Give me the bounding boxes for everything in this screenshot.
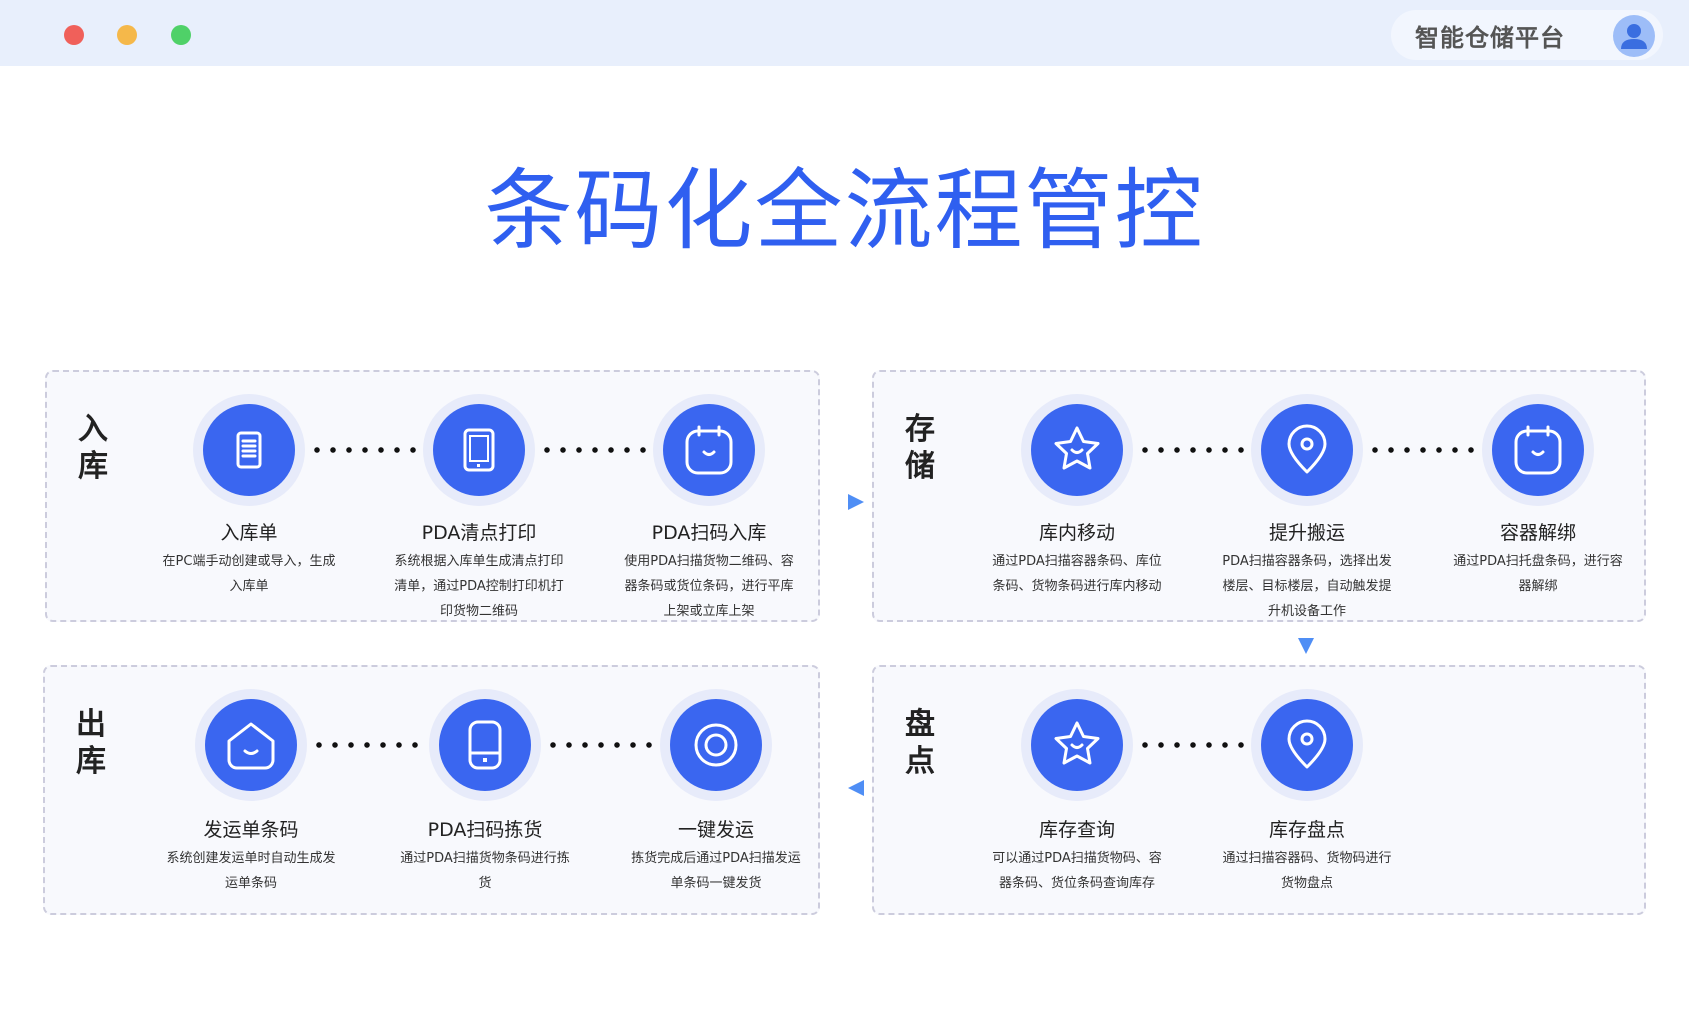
step-item[interactable]: 发运单条码 系统创建发运单时自动生成发运单条码 (151, 689, 351, 896)
step-description: 拣货完成后通过PDA扫描发运单条码一键发货 (631, 851, 801, 891)
connector-dots (1137, 741, 1247, 749)
target-icon (670, 699, 762, 791)
connector-dots (311, 741, 425, 749)
maximize-button[interactable] (171, 25, 191, 45)
arrow-right-icon (848, 494, 864, 510)
icon-halo (1251, 394, 1363, 506)
calendar-icon (663, 404, 755, 496)
icon-halo (1251, 689, 1363, 801)
arrow-left-icon (848, 780, 864, 796)
step-item[interactable]: 入库单 在PC端手动创建或导入，生成入库单 (149, 394, 349, 599)
tablet-icon (433, 404, 525, 496)
step-item[interactable]: 一键发运 拣货完成后通过PDA扫描发运单条码一键发货 (616, 689, 816, 896)
step-description: PDA扫描容器条码，选择出发楼层、目标楼层，自动触发提升机设备工作 (1222, 554, 1392, 619)
section-label: 盘点 (905, 707, 935, 779)
step-description: 系统创建发运单时自动生成发运单条码 (166, 851, 336, 891)
section-panel-0: 入库 入库单 在PC端手动创建或导入，生成入库单 PDA清点打印 系统根据入库单… (45, 370, 820, 622)
window-titlebar: 智能仓储平台 (0, 0, 1689, 66)
phone-icon (439, 699, 531, 791)
arrow-down-icon (1298, 638, 1314, 654)
step-item[interactable]: 库存盘点 通过扫描容器码、货物码进行货物盘点 (1207, 689, 1407, 896)
step-item[interactable]: 库存查询 可以通过PDA扫描货物码、容器条码、货位条码查询库存 (977, 689, 1177, 896)
connector-dots (545, 741, 656, 749)
home-icon (205, 699, 297, 791)
section-panel-1: 存储 库内移动 通过PDA扫描容器条码、库位条码、货物条码进行库内移动 提升搬运… (872, 370, 1646, 622)
connector-dots (1137, 446, 1247, 454)
step-item[interactable]: 库内移动 通过PDA扫描容器条码、库位条码、货物条码进行库内移动 (977, 394, 1177, 599)
step-title: 库存盘点 (1268, 819, 1345, 841)
platform-name: 智能仓储平台 (1415, 23, 1565, 52)
step-title: 一键发运 (677, 819, 754, 841)
step-description: 通过PDA扫托盘条码，进行容器解绑 (1453, 554, 1623, 594)
star-icon (1031, 404, 1123, 496)
step-description: 系统根据入库单生成清点打印清单，通过PDA控制打印机打印货物二维码 (394, 554, 564, 619)
icon-halo (193, 394, 305, 506)
icon-halo (660, 689, 772, 801)
step-title: PDA清点打印 (421, 522, 537, 544)
connector-dots (1367, 446, 1478, 454)
step-item[interactable]: 容器解绑 通过PDA扫托盘条码，进行容器解绑 (1438, 394, 1638, 599)
step-description: 使用PDA扫描货物二维码、容器条码或货位条码，进行平库上架或立库上架 (624, 554, 794, 619)
star-icon (1031, 699, 1123, 791)
close-button[interactable] (64, 25, 84, 45)
step-item[interactable]: PDA扫码入库 使用PDA扫描货物二维码、容器条码或货位条码，进行平库上架或立库… (609, 394, 809, 624)
step-title: PDA扫码入库 (651, 522, 767, 544)
location-pin-icon (1261, 699, 1353, 791)
section-label: 出库 (76, 707, 106, 779)
step-description: 在PC端手动创建或导入，生成入库单 (162, 554, 336, 594)
step-title: PDA扫码拣货 (427, 819, 543, 841)
section-label: 入库 (78, 412, 108, 484)
icon-halo (1021, 394, 1133, 506)
icon-halo (195, 689, 307, 801)
step-item[interactable]: 提升搬运 PDA扫描容器条码，选择出发楼层、目标楼层，自动触发提升机设备工作 (1207, 394, 1407, 624)
section-panel-3: 盘点 库存查询 可以通过PDA扫描货物码、容器条码、货位条码查询库存 库存盘点 … (872, 665, 1646, 915)
user-avatar-icon[interactable] (1613, 15, 1655, 57)
section-label: 存储 (905, 412, 935, 484)
icon-halo (423, 394, 535, 506)
minimize-button[interactable] (117, 25, 137, 45)
connector-dots (309, 446, 419, 454)
page-title: 条码化全流程管控 (484, 159, 1205, 262)
platform-badge[interactable]: 智能仓储平台 (1391, 10, 1663, 60)
step-item[interactable]: PDA清点打印 系统根据入库单生成清点打印清单，通过PDA控制打印机打印货物二维… (379, 394, 579, 624)
document-icon (203, 404, 295, 496)
icon-halo (1021, 689, 1133, 801)
step-item[interactable]: PDA扫码拣货 通过PDA扫描货物条码进行拣货 (385, 689, 585, 896)
step-description: 可以通过PDA扫描货物码、容器条码、货位条码查询库存 (992, 851, 1162, 891)
icon-halo (653, 394, 765, 506)
icon-halo (429, 689, 541, 801)
icon-halo (1482, 394, 1594, 506)
step-title: 容器解绑 (1499, 522, 1576, 544)
calendar-icon (1492, 404, 1584, 496)
step-description: 通过PDA扫描容器条码、库位条码、货物条码进行库内移动 (992, 554, 1162, 594)
step-title: 提升搬运 (1268, 522, 1345, 544)
step-description: 通过扫描容器码、货物码进行货物盘点 (1222, 851, 1392, 891)
section-panel-2: 出库 发运单条码 系统创建发运单时自动生成发运单条码 PDA扫码拣货 通过PDA… (43, 665, 820, 915)
step-title: 库存查询 (1038, 819, 1115, 841)
connector-dots (539, 446, 649, 454)
step-description: 通过PDA扫描货物条码进行拣货 (400, 851, 570, 891)
step-title: 库内移动 (1038, 522, 1115, 544)
step-title: 入库单 (220, 522, 278, 544)
step-title: 发运单条码 (203, 819, 299, 841)
location-pin-icon (1261, 404, 1353, 496)
